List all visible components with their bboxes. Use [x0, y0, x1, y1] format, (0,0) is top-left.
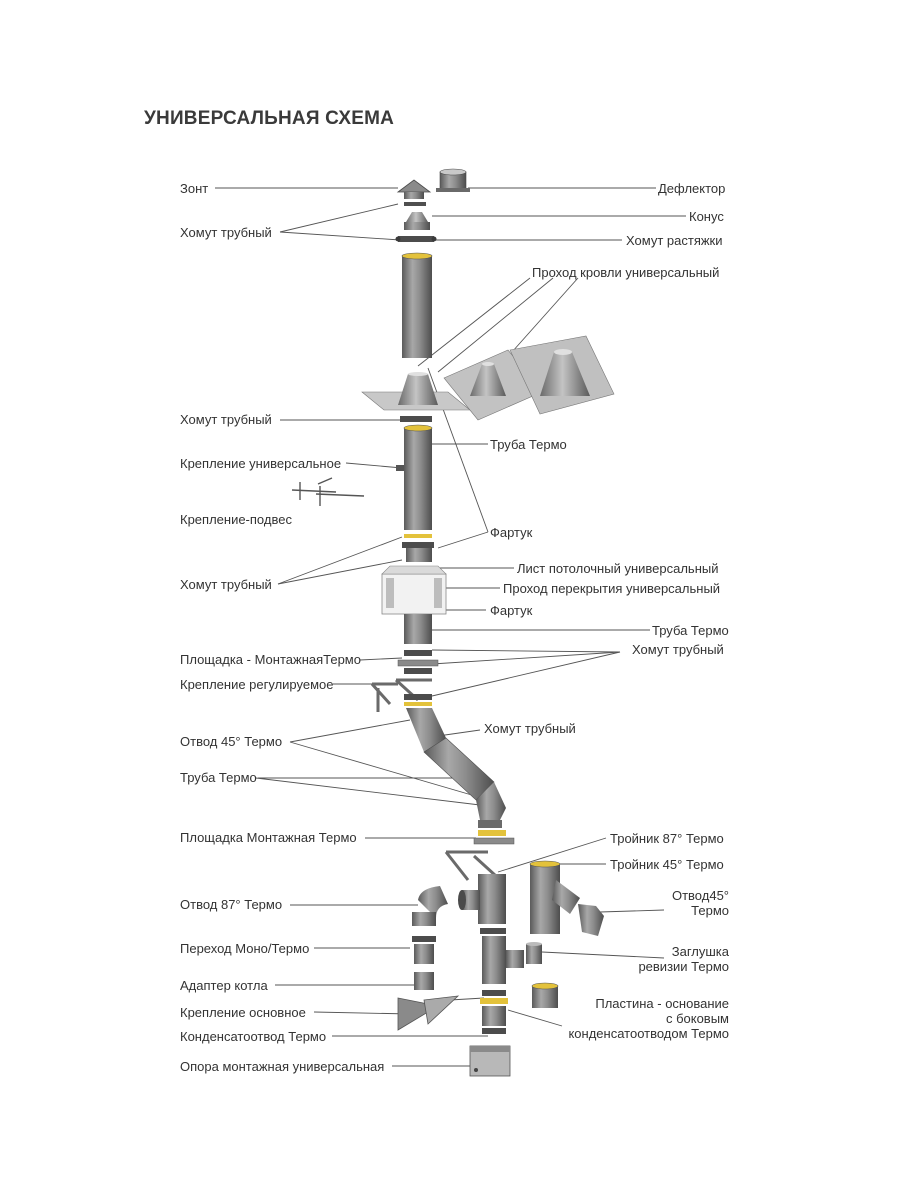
label-opora: Опора монтажная универсальная	[180, 1059, 385, 1074]
label-otvod-45-right: Отвод45° Термо	[671, 888, 729, 918]
mounting-platform-1	[397, 650, 439, 674]
label-prokhod-perekrytiya: Проход перекрытия универсальный	[503, 581, 721, 596]
elbow-87	[412, 886, 448, 926]
label-fartuk-2: Фартук	[490, 603, 533, 618]
roof-pass-3	[509, 335, 615, 415]
tee-87	[458, 874, 506, 924]
elbow-45-lower	[476, 782, 506, 828]
main-bracket-upper	[444, 850, 498, 881]
thermo-pipe-upper	[401, 252, 433, 358]
umbrella-cap	[396, 179, 432, 199]
label-adapter: Адаптер котла	[180, 978, 268, 993]
condensate-drain-stack	[480, 990, 508, 1034]
label-konus: Конус	[689, 209, 724, 224]
label-khomut-trubnyi-4: Хомут трубный	[632, 642, 724, 657]
label-troinik-87: Тройник 87° Термо	[610, 831, 724, 846]
label-truba-termo-1: Труба Термо	[490, 437, 567, 452]
thermo-lower-segment	[480, 928, 524, 984]
label-list-potolochnyi: Лист потолочный универсальный	[517, 561, 719, 576]
label-truba-termo-3: Труба Термо	[180, 770, 257, 785]
pipe-clamp-2	[400, 416, 432, 422]
pipe-clamp-top	[404, 202, 426, 206]
pipe-clamp-5	[404, 694, 432, 706]
label-plastina: Пластина - основание с боковым конденсат…	[568, 996, 729, 1041]
stretch-clamp	[395, 236, 437, 242]
cone	[404, 212, 430, 230]
label-otvod-87: Отвод 87° Термо	[180, 897, 283, 912]
adjustable-bracket	[370, 678, 432, 712]
label-kreplenie-universalnoe: Крепление универсальное	[180, 456, 342, 471]
roof-pass-2	[443, 349, 543, 421]
label-kondensatootvod: Конденсатоотвод Термо	[180, 1029, 327, 1044]
label-otvod-45: Отвод 45° Термо	[180, 734, 283, 749]
thermo-pipe-middle	[396, 424, 433, 530]
label-prokhod-krovli: Проход кровли универсальный	[532, 265, 720, 280]
label-khomut-rastyazhki: Хомут растяжки	[626, 233, 723, 248]
label-kreplenie-reguliruemoe: Крепление регулируемое	[180, 677, 334, 692]
mono-thermo-transition	[412, 936, 436, 964]
roof-pass-1	[361, 372, 471, 411]
boiler-adapter	[414, 972, 434, 990]
tee-45	[529, 860, 580, 934]
thermo-pipe-diagonal	[423, 737, 495, 801]
label-khomut-trubnyi-1: Хомут трубный	[180, 225, 272, 240]
label-zaglushka: Заглушка ревизии Термо	[638, 944, 729, 974]
mounting-support	[469, 1045, 511, 1077]
main-bracket-lower	[397, 995, 460, 1031]
revision-cap	[526, 942, 542, 964]
leader-lines	[215, 187, 686, 1067]
label-khomut-trubnyi-2: Хомут трубный	[180, 412, 272, 427]
label-kreplenie-podves: Крепление-подвес	[180, 512, 292, 527]
label-khomut-trubnyi-3: Хомут трубный	[180, 577, 272, 592]
label-zont: Зонт	[180, 181, 209, 196]
label-truba-termo-2: Труба Термо	[652, 623, 729, 638]
label-perekhod: Переход Моно/Термо	[180, 941, 310, 956]
elbow-45-right	[578, 904, 604, 936]
label-fartuk-1: Фартук	[490, 525, 533, 540]
label-deflektor: Дефлектор	[658, 181, 726, 196]
elbow-45-upper	[406, 708, 446, 752]
mounting-platform-2	[473, 830, 515, 845]
label-troinik-45: Тройник 45° Термо	[610, 857, 724, 872]
label-ploshchadka-2: Площадка Монтажная Термо	[180, 830, 357, 845]
label-khomut-trubnyi-5: Хомут трубный	[484, 721, 576, 736]
hanger-bracket	[291, 477, 365, 506]
label-ploshchadka-1: Площадка - МонтажнаяТермо	[180, 652, 361, 667]
base-plate	[531, 982, 559, 1008]
label-kreplenie-osnovnoe: Крепление основное	[180, 1005, 306, 1020]
ceiling-pass-set	[381, 534, 447, 644]
scheme-title: УНИВЕРСАЛЬНАЯ СХЕМА	[144, 108, 395, 129]
deflector	[436, 168, 470, 192]
